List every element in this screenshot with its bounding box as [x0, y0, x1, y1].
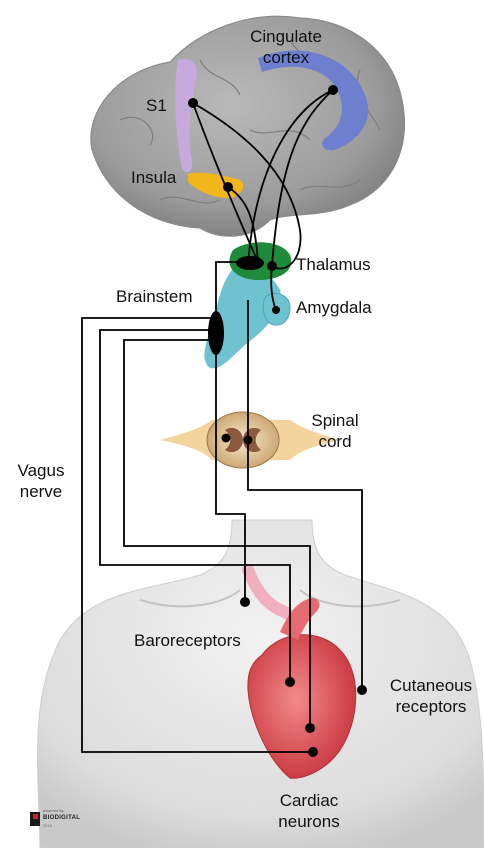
- node-thalamus: [267, 261, 277, 271]
- node-cutaneous: [357, 685, 367, 695]
- biodigital-logo: powered by BIODIGITAL 2018: [30, 804, 100, 834]
- node-spinal-right: [244, 436, 253, 445]
- label-spinal-line2: cord: [306, 431, 364, 452]
- node-s1: [188, 98, 198, 108]
- label-cutaneous-receptors: Cutaneous receptors: [378, 675, 484, 717]
- node-cardiac-1: [285, 677, 295, 687]
- label-cingulate-cortex: Cingulate cortex: [236, 26, 336, 68]
- node-cardiac-2: [305, 723, 315, 733]
- node-insula: [223, 182, 233, 192]
- node-cingulate: [328, 85, 338, 95]
- node-cardiac-3: [308, 747, 318, 757]
- label-amygdala: Amygdala: [296, 297, 372, 318]
- logo-tagline: powered by: [43, 808, 64, 813]
- label-baroreceptors: Baroreceptors: [134, 630, 241, 651]
- label-cingulate-line2: cortex: [236, 47, 336, 68]
- node-spinal-left: [222, 434, 231, 443]
- label-cutaneous-line2: receptors: [378, 696, 484, 717]
- label-s1: S1: [146, 95, 167, 116]
- node-brainstem: [208, 311, 224, 355]
- node-amygdala: [272, 306, 280, 314]
- label-spinal-line1: Spinal: [306, 410, 364, 431]
- node-thalamus-ellipse: [236, 256, 264, 270]
- label-cardiac-line1: Cardiac: [264, 790, 354, 811]
- logo-year: 2018: [43, 823, 52, 828]
- label-vagus-line2: nerve: [12, 481, 70, 502]
- label-vagus-line1: Vagus: [12, 460, 70, 481]
- label-vagus-nerve: Vagus nerve: [12, 460, 70, 502]
- label-spinal-cord: Spinal cord: [306, 410, 364, 452]
- label-cardiac-neurons: Cardiac neurons: [264, 790, 354, 832]
- label-cingulate-line1: Cingulate: [236, 26, 336, 47]
- label-cutaneous-line1: Cutaneous: [378, 675, 484, 696]
- logo-accent-icon: [33, 814, 38, 819]
- label-brainstem: Brainstem: [116, 286, 193, 307]
- label-cardiac-line2: neurons: [264, 811, 354, 832]
- label-insula: Insula: [131, 167, 176, 188]
- node-baroreceptors: [240, 597, 250, 607]
- logo-brand: BIODIGITAL: [43, 815, 80, 821]
- label-thalamus: Thalamus: [296, 254, 371, 275]
